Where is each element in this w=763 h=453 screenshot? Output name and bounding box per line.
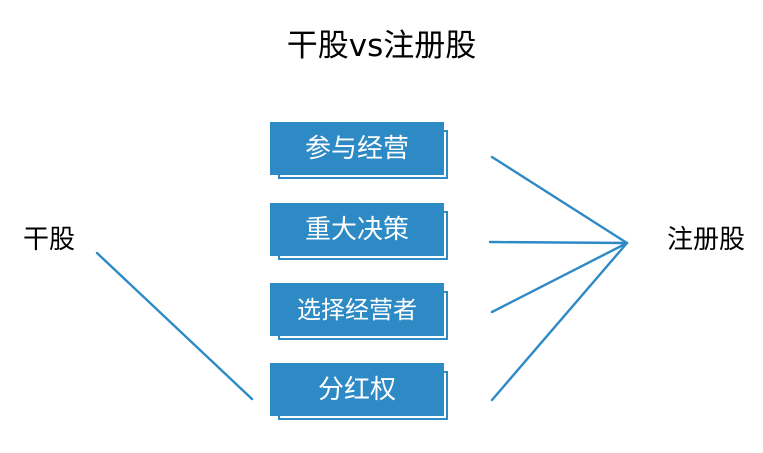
- connector-node2-to-right: [490, 241, 629, 314]
- right-label: 注册股: [667, 225, 746, 255]
- node-label: 重大决策: [304, 214, 409, 245]
- connector-node3-to-right: [490, 241, 629, 402]
- node-label: 分红权: [317, 374, 396, 405]
- node-dividend-right[interactable]: 分红权: [270, 363, 448, 420]
- page-title: 干股vs注册股: [286, 28, 477, 64]
- node-select-operator[interactable]: 选择经营者: [270, 283, 448, 340]
- node-major-decisions[interactable]: 重大决策: [270, 203, 448, 260]
- node-body: 分红权: [270, 363, 444, 416]
- node-label: 参与经营: [304, 133, 409, 164]
- connector-node1-to-right: [488, 240, 629, 245]
- node-body: 选择经营者: [270, 283, 444, 336]
- node-label: 选择经营者: [297, 295, 417, 324]
- left-label: 干股: [23, 225, 76, 255]
- connector-node0-to-right: [490, 155, 629, 245]
- connector-left-to-dividend: [95, 251, 254, 401]
- node-body: 重大决策: [270, 203, 444, 256]
- node-participate-management[interactable]: 参与经营: [270, 122, 448, 179]
- node-body: 参与经营: [270, 122, 444, 175]
